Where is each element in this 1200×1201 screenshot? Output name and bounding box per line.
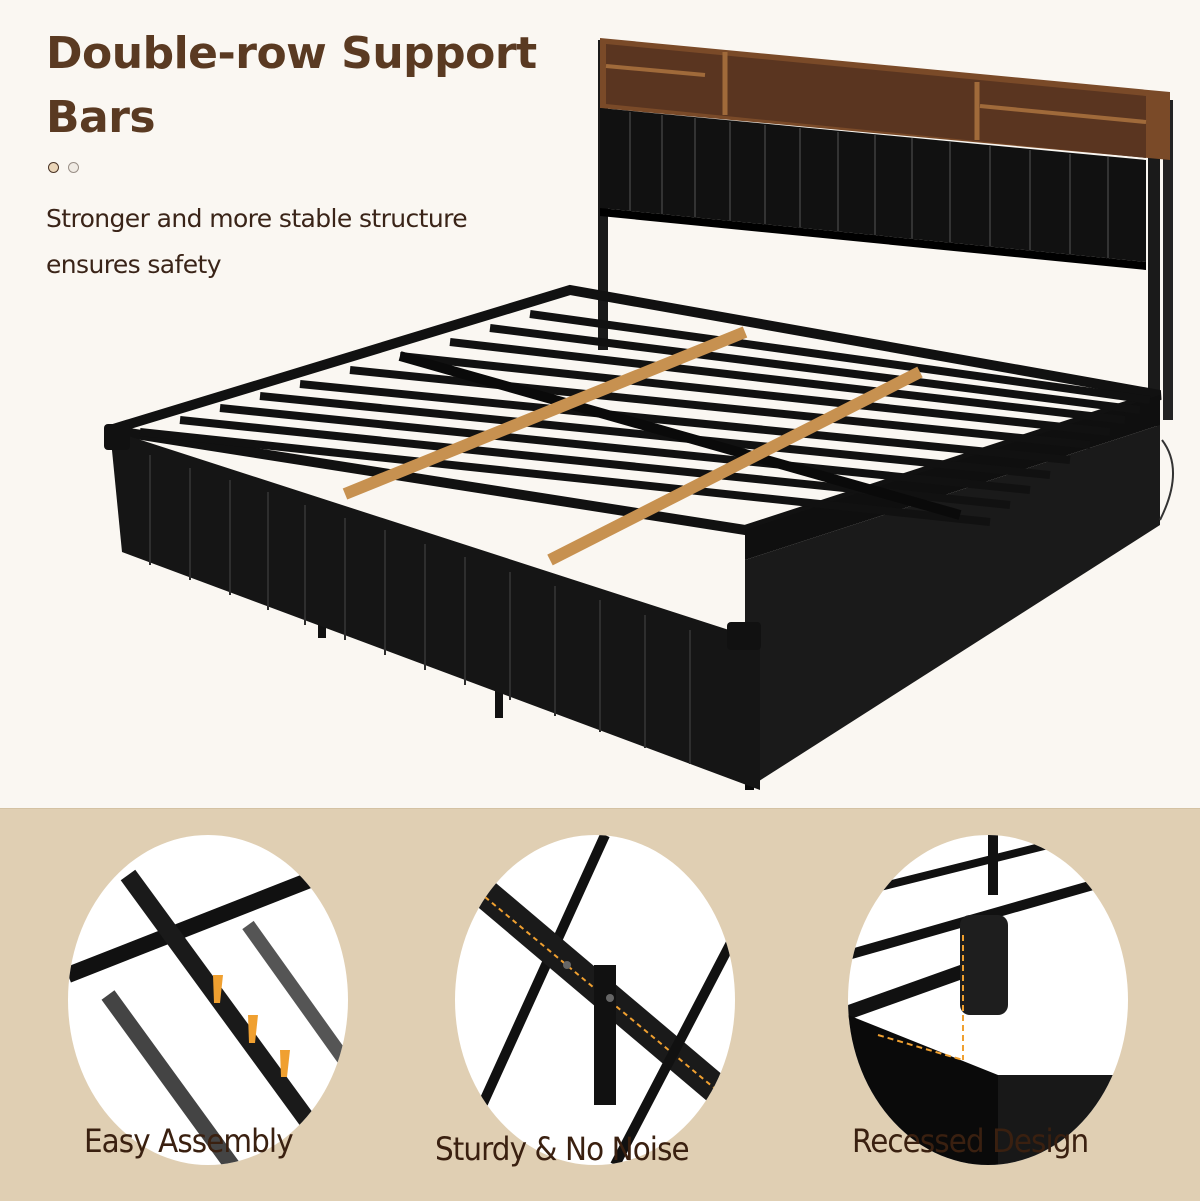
carousel-dots bbox=[48, 162, 79, 173]
carousel-dot-inactive[interactable] bbox=[68, 162, 79, 173]
feature-image-sturdy-no-noise bbox=[455, 835, 735, 1165]
feature-label-easy-assembly: Easy Assembly bbox=[84, 1122, 294, 1160]
hero-section: Double-row Support Bars Stronger and mor… bbox=[46, 28, 1174, 790]
feature-label-recessed-design: Recessed Design bbox=[852, 1122, 1089, 1160]
feature-image-recessed-design bbox=[848, 835, 1128, 1165]
feature-label-sturdy-no-noise: Sturdy & No Noise bbox=[435, 1130, 690, 1168]
feature-image-easy-assembly bbox=[68, 835, 348, 1165]
subtitle: Stronger and more stable structure ensur… bbox=[46, 204, 468, 279]
bed-frame-icon bbox=[104, 38, 1174, 790]
corner-recess-icon bbox=[848, 835, 1128, 1165]
crossed-bars-icon bbox=[68, 857, 348, 1165]
carousel-dot-active[interactable] bbox=[48, 162, 59, 173]
bar-joint-icon bbox=[455, 835, 735, 1165]
page-title: Double-row Support Bars bbox=[46, 28, 537, 143]
